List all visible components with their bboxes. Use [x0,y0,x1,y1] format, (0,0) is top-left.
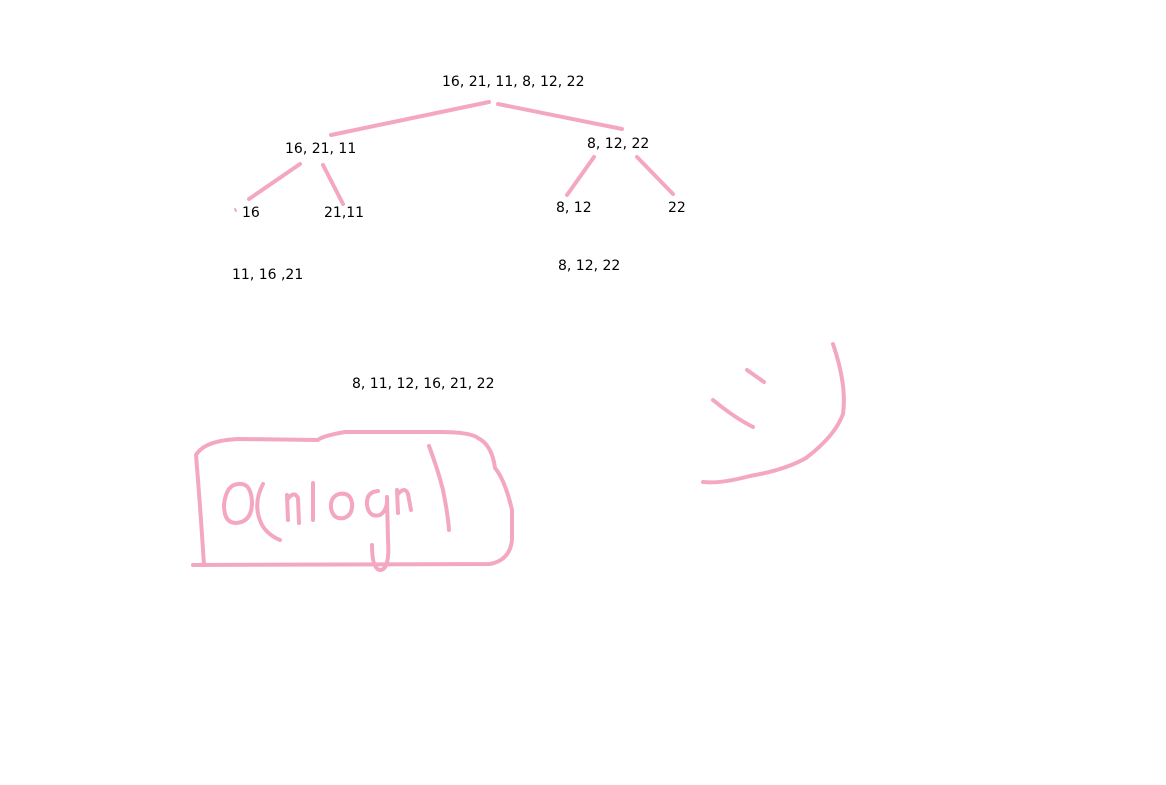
tree-right-label: 8, 12, 22 [587,136,650,152]
tree-right-left-label: 8, 12 [556,200,592,216]
edge-left-leftright [321,163,345,206]
merged-right-label: 8, 12, 22 [558,258,621,274]
doodle-mark-1 [745,368,766,384]
merged-left-label: 11, 16 ,21 [232,267,304,283]
tree-root-label: 16, 21, 11, 8, 12, 22 [442,74,585,90]
edge-root-right [496,102,624,131]
doodle-mark-2 [711,398,755,429]
letter-o2 [328,491,355,521]
letter-paren-close [427,444,451,532]
merged-final-label: 8, 11, 12, 16, 21, 22 [352,376,495,392]
tree-right-right-label: 22 [668,200,686,216]
edge-left-leftleft [247,162,302,201]
tree-left-label: 16, 21, 11 [285,141,357,157]
complexity-box [191,430,514,567]
edge-right-rightright [635,155,675,196]
edge-right-rightleft [565,155,596,197]
tree-left-right-label: 21,11 [324,205,365,221]
stray-mark [234,208,237,212]
letter-n1 [285,492,301,525]
letter-paren-open [255,482,282,542]
edge-root-left [329,100,491,137]
letter-o [222,481,254,525]
doodle-arc [701,342,846,485]
letter-g [364,489,391,572]
letter-n2 [395,488,413,515]
tree-left-left-label: 16 [242,205,260,221]
